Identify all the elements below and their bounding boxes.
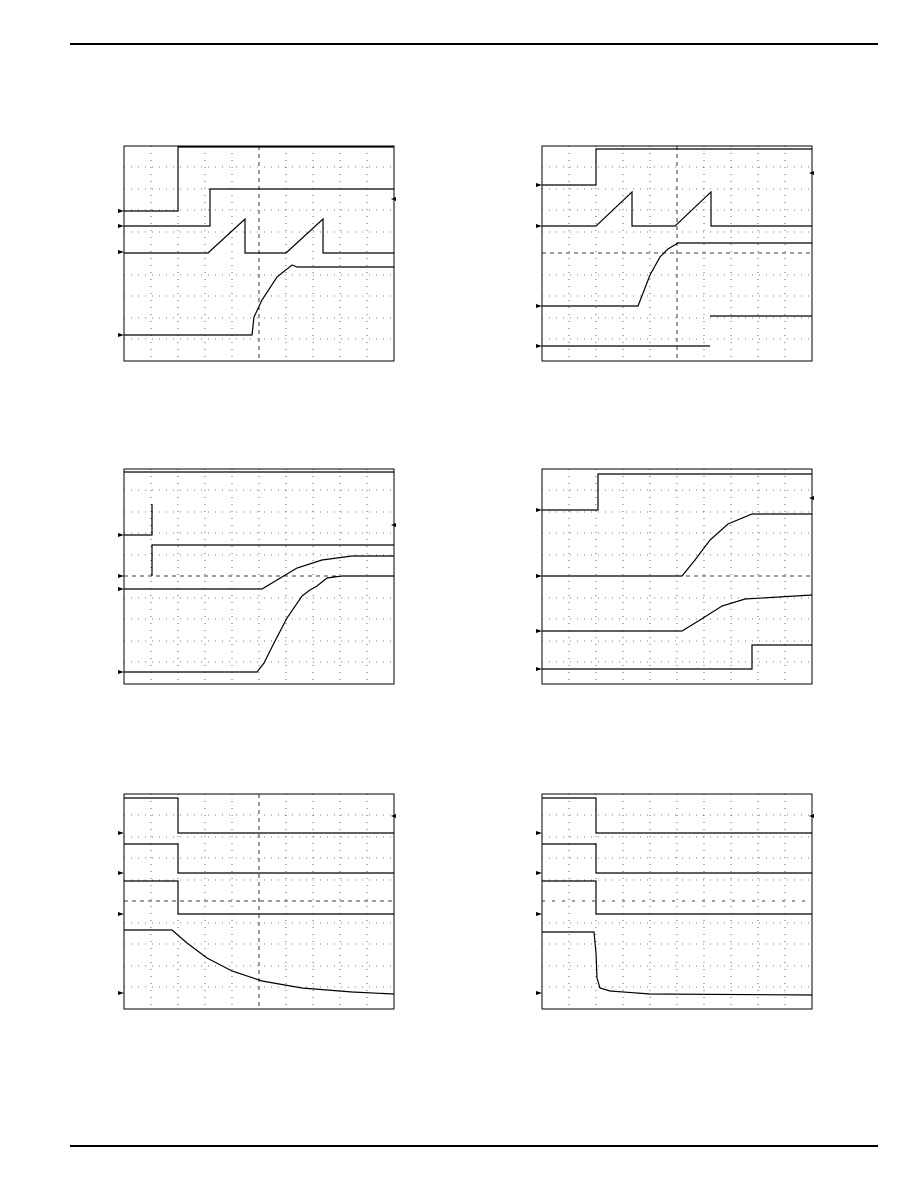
channel-markers: [118, 533, 124, 674]
channel-markers: [536, 183, 542, 348]
channel-markers: [536, 831, 542, 995]
graticule: [124, 794, 394, 1009]
traces: [542, 797, 813, 996]
oscilloscope-3: [112, 468, 396, 686]
right-marker: [391, 814, 396, 818]
graticule: [124, 146, 394, 361]
traces: [542, 473, 813, 670]
graticule: [542, 469, 812, 684]
oscilloscope-5: [112, 793, 396, 1011]
right-marker: [391, 197, 396, 201]
channel-markers: [536, 508, 542, 671]
top-rule: [70, 43, 878, 45]
right-marker: [391, 523, 396, 527]
oscilloscope-6: [530, 793, 814, 1011]
traces: [124, 797, 395, 995]
oscilloscope-4-plot: [536, 468, 814, 685]
graticule: [124, 469, 394, 684]
traces: [124, 146, 394, 336]
right-marker: [809, 496, 814, 500]
channel-markers: [118, 209, 124, 337]
graticule: [542, 794, 812, 1009]
right-marker: [809, 171, 814, 175]
oscilloscope-5-plot: [118, 793, 396, 1010]
oscilloscope-6-plot: [536, 793, 814, 1010]
oscilloscope-2-plot: [536, 145, 814, 362]
traces: [542, 148, 812, 347]
right-marker: [809, 814, 814, 818]
traces: [124, 471, 394, 673]
oscilloscope-4: [530, 468, 814, 686]
graticule: [542, 146, 812, 361]
oscilloscope-1-plot: [118, 145, 396, 362]
bottom-rule: [70, 1145, 878, 1147]
oscilloscope-1: [112, 145, 396, 363]
channel-markers: [118, 831, 124, 995]
oscilloscope-2: [530, 145, 814, 363]
oscilloscope-3-plot: [118, 468, 396, 685]
